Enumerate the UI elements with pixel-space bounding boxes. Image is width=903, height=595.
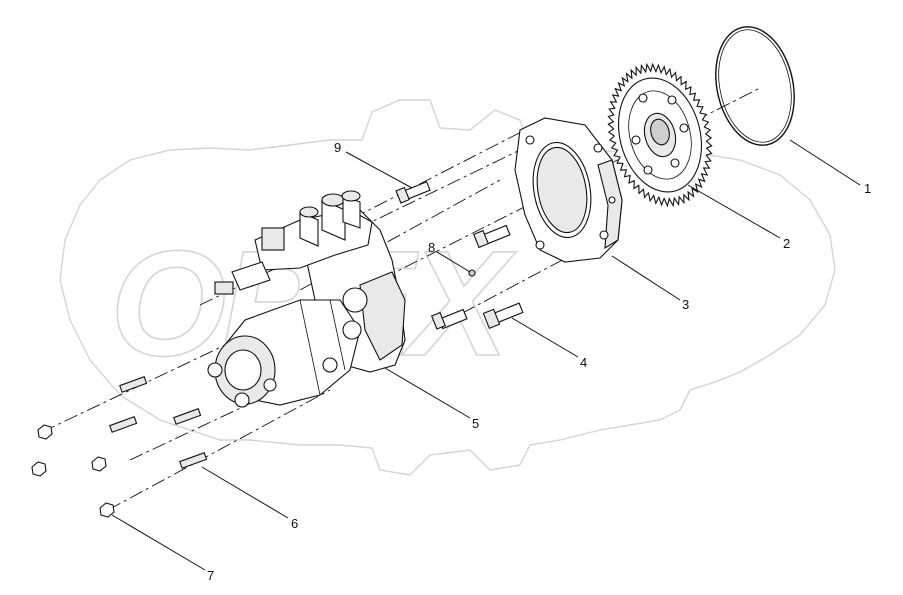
part-4-bolts xyxy=(430,224,524,330)
callout-4: 4 xyxy=(580,355,587,370)
bolt-4c xyxy=(473,224,511,249)
callout-9: 9 xyxy=(334,140,341,155)
bolt-4b xyxy=(482,302,524,330)
callout-1: 1 xyxy=(864,181,871,196)
part-9-bolt xyxy=(395,181,431,204)
part-3-mounting-flange xyxy=(514,117,623,263)
callout-7: 7 xyxy=(207,568,214,583)
part-6-studs xyxy=(109,376,208,469)
part-5-fuel-pump xyxy=(207,190,406,408)
callout-3: 3 xyxy=(682,297,689,312)
callout-8: 8 xyxy=(428,240,435,255)
part-7-nuts xyxy=(31,424,115,518)
part-8-pin xyxy=(468,269,476,277)
leader-lines xyxy=(111,139,861,571)
part-1-o-ring xyxy=(715,26,795,146)
callouts: 1 2 3 4 5 6 7 8 9 xyxy=(207,140,871,583)
callout-6: 6 xyxy=(291,516,298,531)
bolt-4a xyxy=(430,308,468,330)
valve-cluster xyxy=(299,190,361,247)
callout-2: 2 xyxy=(783,236,790,251)
part-2-drive-gear xyxy=(607,62,713,208)
callout-5: 5 xyxy=(472,416,479,431)
